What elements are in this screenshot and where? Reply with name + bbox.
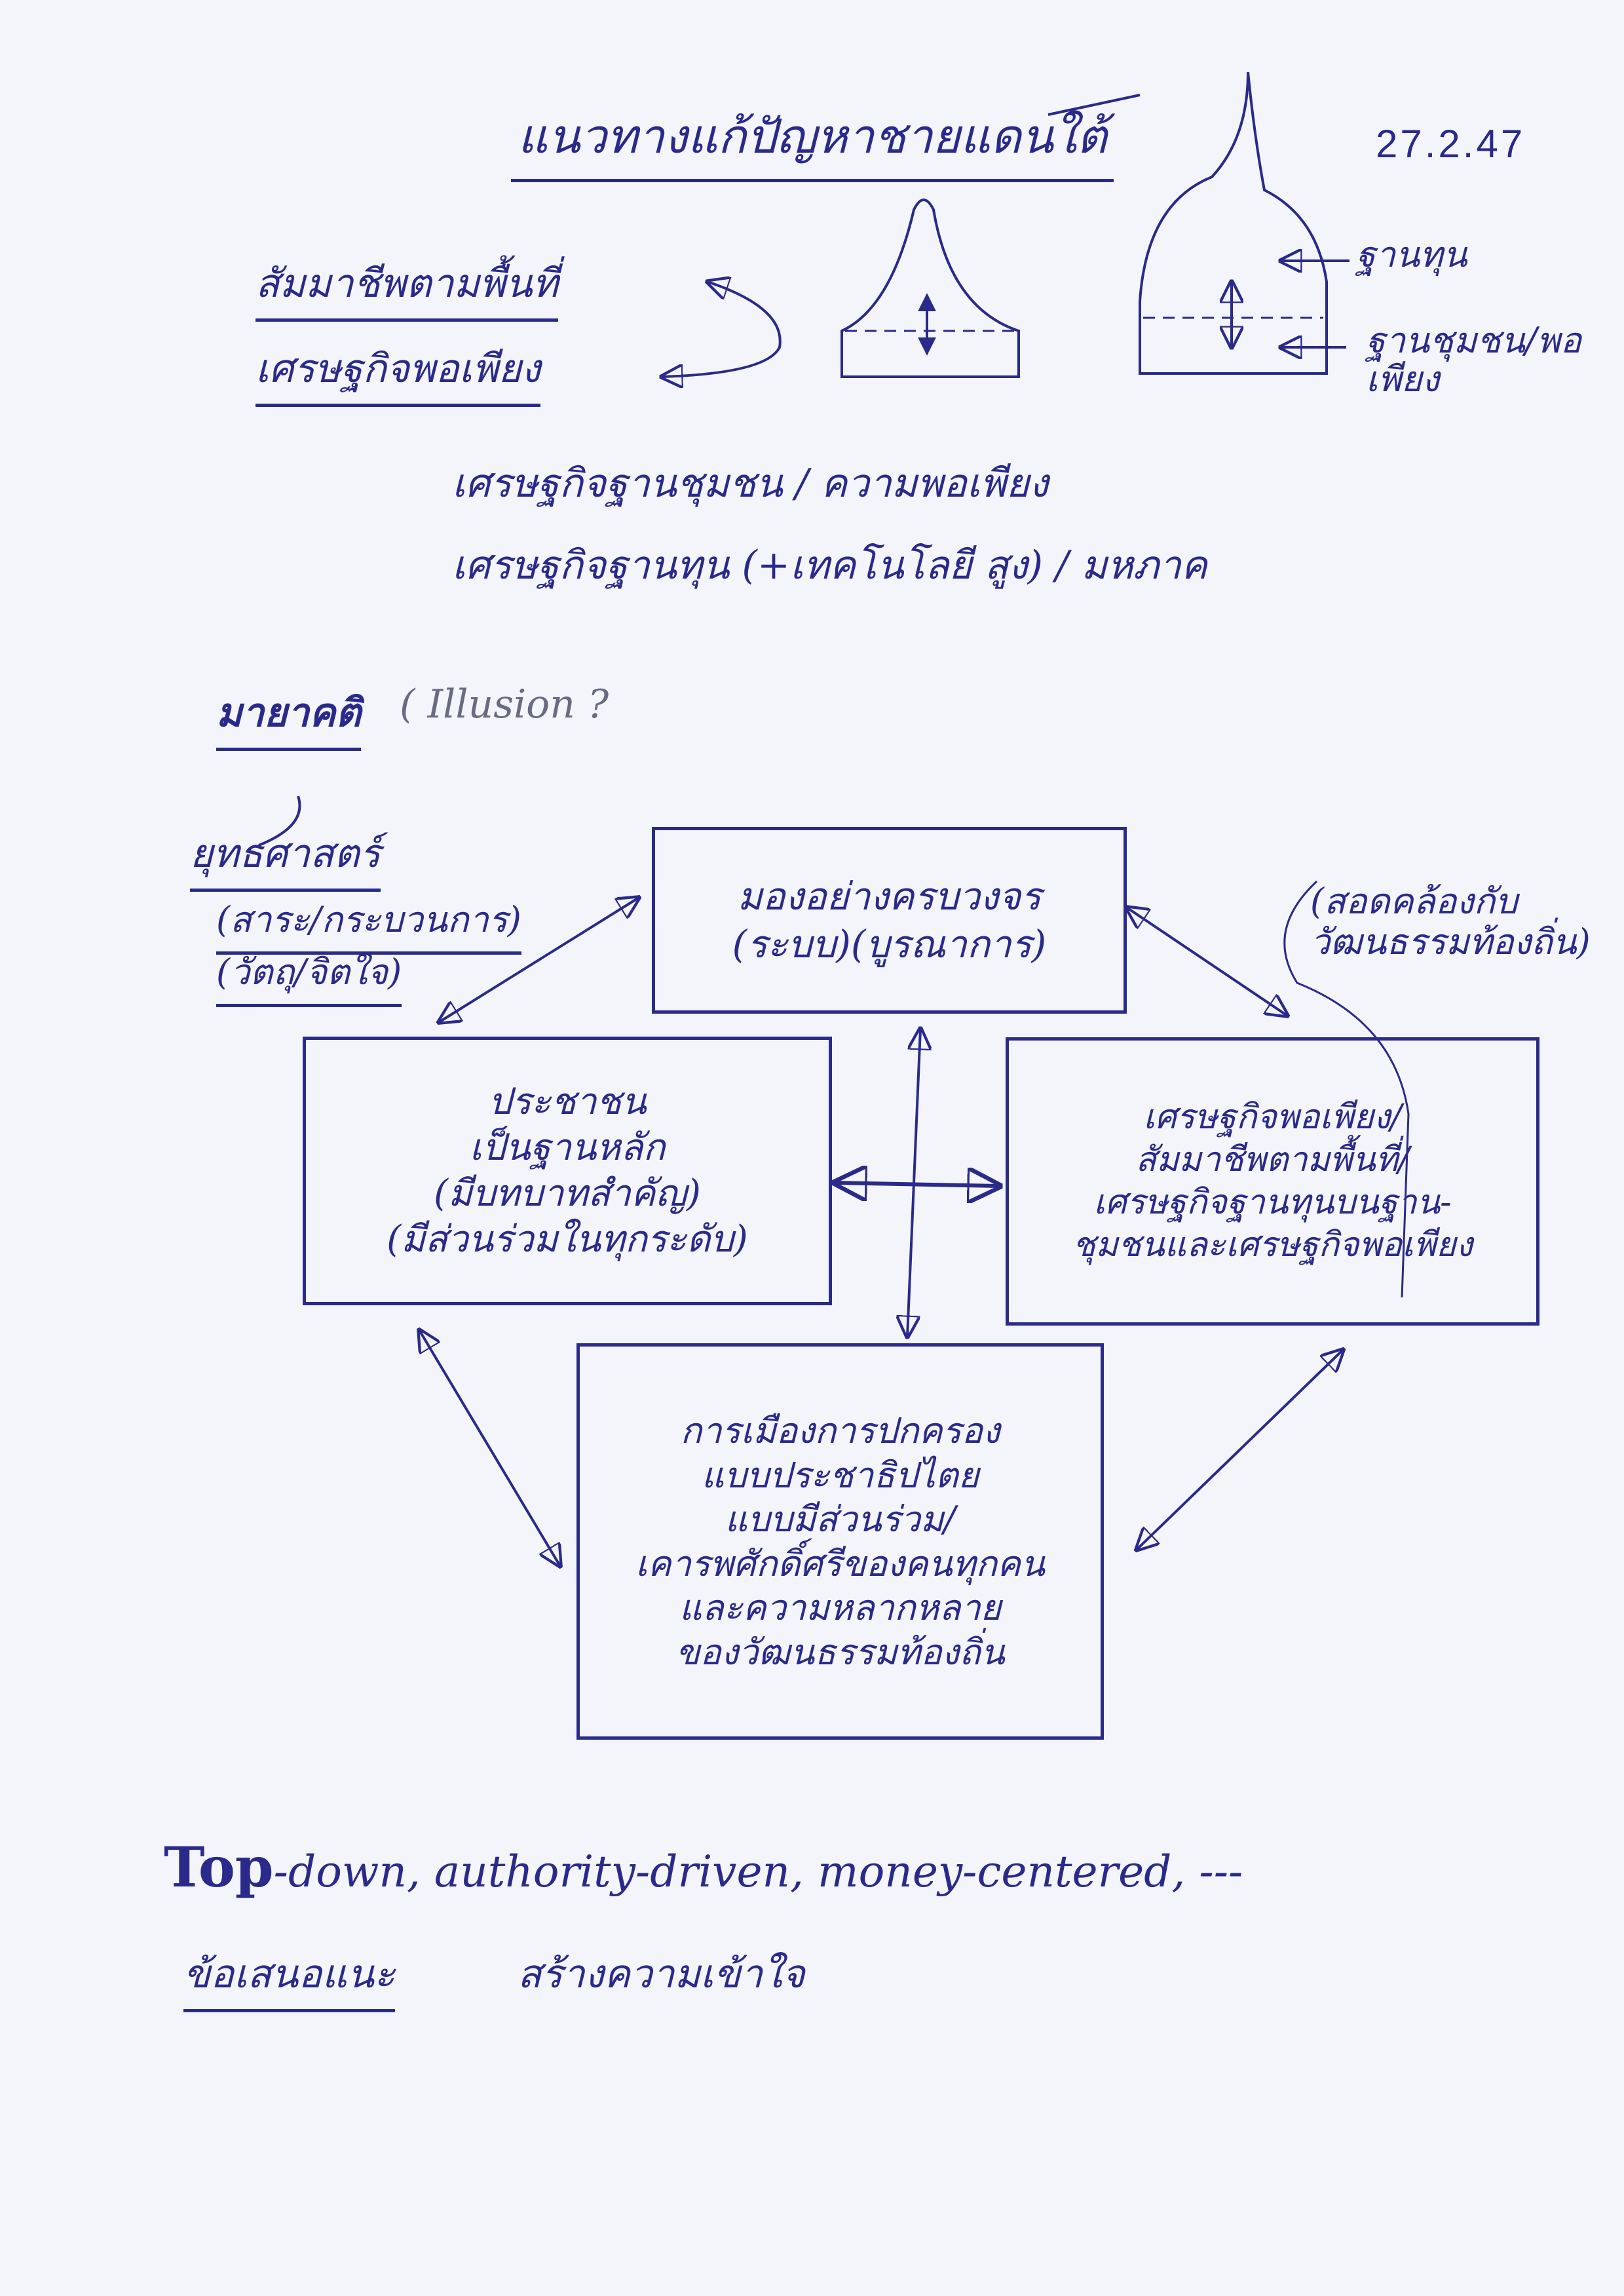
footer-critique-rest: -down, authority-driven, money-centered,… [273, 1846, 1243, 1897]
date-label: 27.2.47 [1376, 122, 1526, 166]
illusion-note: ( Illusion ? [400, 681, 609, 727]
small-pagoda-icon [840, 199, 1020, 378]
people-line-2: เป็นฐานหลัก [469, 1126, 666, 1169]
politics-line-2: แบบประชาธิปไตย [701, 1454, 979, 1496]
people-line-3: (มีบทบาทสำคัญ) [434, 1172, 701, 1215]
sufficiency-living-label: สัมมาชีพตามพื้นที่ [255, 252, 559, 322]
illusion-label: มายาคติ [216, 681, 362, 751]
economy-box: เศรษฐกิจพอเพียง/ สัมมาชีพตามพื้นที่/ เศร… [1006, 1037, 1539, 1326]
recommendation-text: สร้างความเข้าใจ [518, 1951, 805, 1997]
politics-line-1: การเมืองการปกครอง [680, 1410, 1000, 1451]
arrow-horizontal-center [835, 1183, 999, 1186]
people-line-4: (มีส่วนร่วมในทุกระดับ) [387, 1218, 748, 1261]
footer-critique: Top-down, authority-driven, money-center… [164, 1835, 1243, 1900]
politics-line-4: เคารพศักดิ์ศรีของคนทุกคน [635, 1542, 1045, 1584]
arrow-holistic-economy [1127, 908, 1287, 1016]
arrow-people-politics [419, 1330, 560, 1566]
pagoda-capital-label: ฐานทุน [1356, 234, 1467, 275]
culture-note: (สอดคล้องกับ วัฒนธรรมท้องถิ่น) [1310, 881, 1591, 963]
arrow-economy-politics [1137, 1350, 1343, 1550]
page-title: แนวทางแก้ปัญหาชายแดนใต้ [511, 98, 1114, 182]
politics-line-6: ของวัฒนธรรมท้องถิ่น [675, 1631, 1005, 1673]
culture-note-line-2: วัฒนธรรมท้องถิ่น) [1310, 921, 1591, 963]
arrow-vertical-center [907, 1029, 920, 1337]
holistic-box: มองอย่างครบวงจร (ระบบ)(บูรณาการ) [652, 827, 1127, 1014]
large-pagoda-icon [1139, 71, 1350, 375]
economy-box-line-2: สัมมาชีพตามพื้นที่/ [1135, 1140, 1410, 1179]
footer-critique-bold: Top [164, 1835, 274, 1900]
economy-community-line: เศรษฐกิจฐานชุมชน / ความพอเพียง [452, 461, 1049, 507]
politics-line-5: และความหลากหลาย [679, 1587, 1002, 1628]
sufficiency-economy-label: เศรษฐกิจพอเพียง [255, 337, 541, 407]
economy-capital-line: เศรษฐกิจฐานทุน (+เทคโนโลยี สูง) / มหภาค [452, 543, 1207, 588]
strategy-label: ยุทธศาสตร์ [190, 822, 381, 892]
economy-box-line-3: เศรษฐกิจฐานทุนบนฐาน- [1093, 1183, 1452, 1222]
people-box: ประชาชน เป็นฐานหลัก (มีบทบาทสำคัญ) (มีส่… [303, 1037, 832, 1305]
holistic-line-1: มองอย่างครบวงจร [737, 874, 1042, 919]
holistic-line-2: (ระบบ)(บูรณาการ) [732, 921, 1047, 966]
culture-note-line-1: (สอดคล้องกับ [1310, 881, 1518, 922]
politics-box: การเมืองการปกครอง แบบประชาธิปไตย แบบมีส่… [576, 1343, 1104, 1740]
strategy-sub-material-spirit: (วัตถุ/จิตใจ) [216, 944, 402, 1007]
economy-box-line-4: ชุมชนและเศรษฐกิจพอเพียง [1072, 1225, 1473, 1265]
recommendation-label: ข้อเสนอแนะ [183, 1943, 396, 2012]
cycle-arrow-icon [662, 282, 782, 377]
pagoda-community-label: ฐานชุมชน/พอเพียง [1366, 320, 1582, 400]
people-line-1: ประชาชน [488, 1081, 647, 1123]
economy-box-line-1: เศรษฐกิจพอเพียง/ [1143, 1098, 1402, 1137]
politics-line-3: แบบมีส่วนร่วม/ [725, 1499, 956, 1540]
